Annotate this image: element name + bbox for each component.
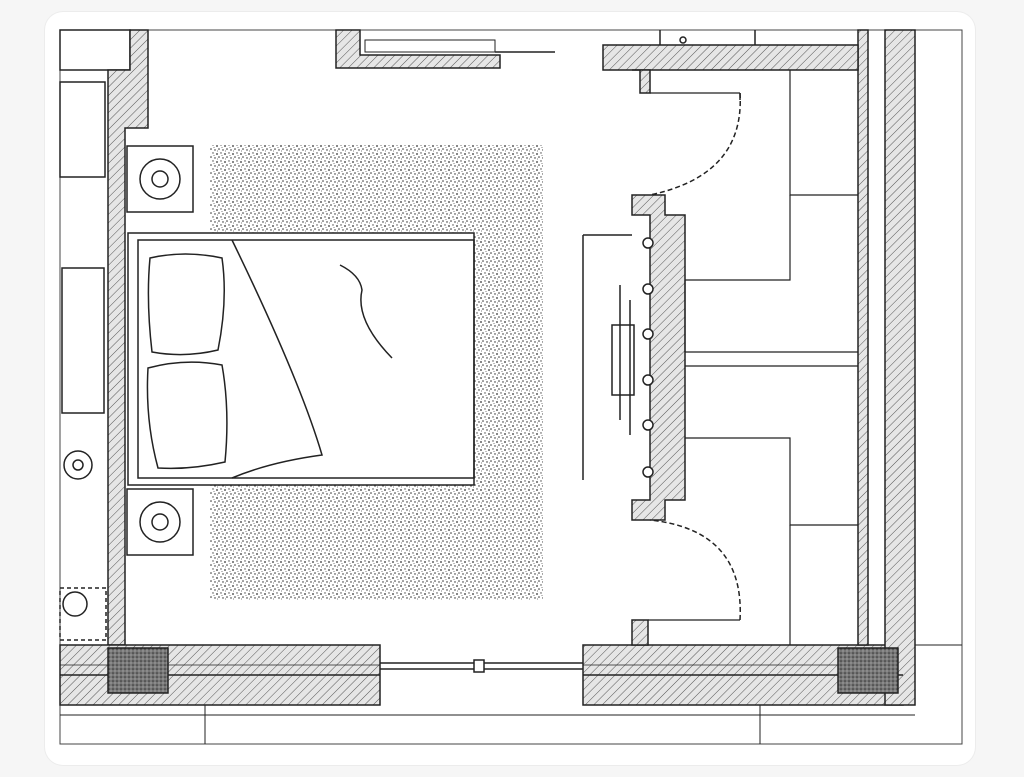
closet-door[interactable] [649, 92, 741, 196]
nightstand [126, 488, 194, 556]
nightstand [126, 145, 194, 213]
window [380, 659, 583, 673]
lamp-icon [139, 501, 181, 543]
closet-door[interactable] [649, 519, 741, 621]
fixture-icon [63, 450, 93, 480]
walk-in-closet [648, 70, 858, 645]
left-adjacent-room [59, 29, 131, 641]
bed [127, 232, 475, 486]
pillow [147, 253, 225, 356]
column [837, 647, 899, 694]
lamp-icon [139, 158, 181, 200]
pillow [146, 361, 228, 470]
knobs [642, 237, 654, 478]
column [107, 647, 169, 694]
